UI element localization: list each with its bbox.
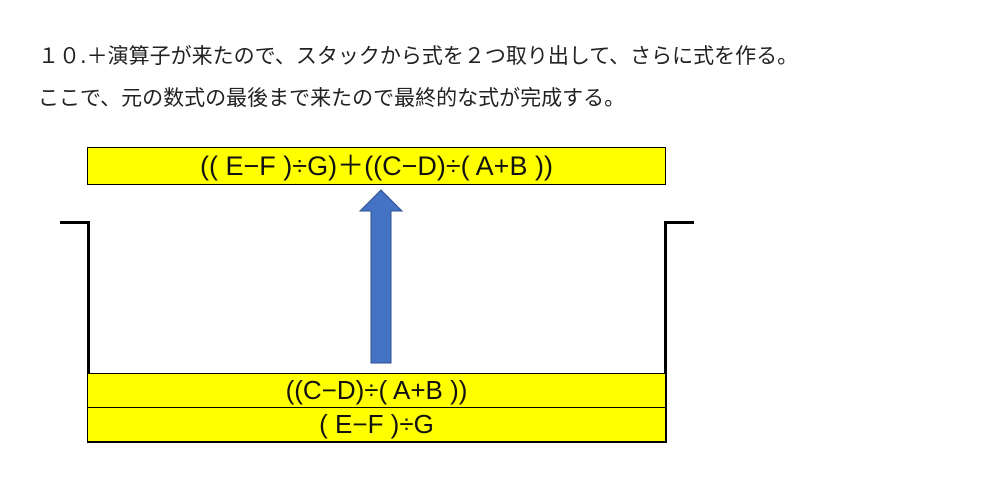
stack-right-wall — [664, 221, 667, 443]
stack-bottom — [87, 440, 667, 443]
stack-right-lip — [664, 221, 694, 224]
stack-item-top: ((C−D)÷( A+B )) — [88, 373, 665, 408]
stack-item-bottom: ( E−F )÷G — [88, 407, 665, 441]
up-arrow-icon — [358, 189, 404, 364]
stack-left-wall — [87, 221, 90, 443]
instruction-line-2: ここで、元の数式の最後まで来たので最終的な式が完成する。 — [38, 86, 626, 110]
result-expression-box: (( E−F )÷G)＋((C−D)÷( A+B )) — [87, 147, 666, 185]
instruction-line-1: １０.＋演算子が来たので、スタックから式を２つ取り出して、さらに式を作る。 — [38, 44, 799, 68]
stack-left-lip — [60, 221, 89, 224]
